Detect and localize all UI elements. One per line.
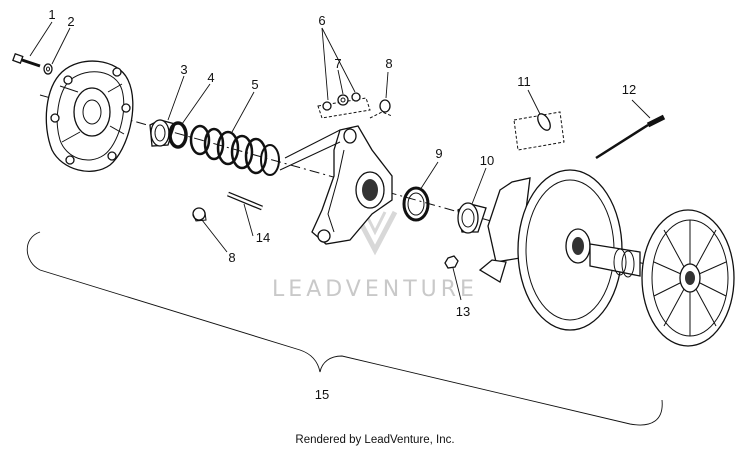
roller-upper-part[interactable] (369, 99, 393, 119)
nut-part[interactable] (444, 255, 459, 269)
leader-lines (29, 21, 651, 301)
label-15: 15 (315, 387, 329, 402)
label-8-lower: 8 (228, 250, 235, 265)
sheave-bushing-part[interactable] (457, 202, 487, 234)
watermark: LEADVENTURE (272, 210, 478, 302)
washer-part[interactable] (43, 63, 53, 75)
pin-part[interactable] (227, 191, 263, 211)
label-1: 1 (48, 7, 55, 22)
label-6: 6 (318, 13, 325, 28)
label-12: 12 (622, 82, 636, 97)
fixed-sheave-part[interactable] (641, 209, 735, 347)
thrust-washer-part[interactable] (402, 186, 430, 222)
watermark-text: LEADVENTURE (272, 277, 478, 302)
washer-bracket-part[interactable] (317, 92, 371, 119)
label-9: 9 (435, 146, 442, 161)
clip-bracket-part[interactable] (513, 111, 565, 151)
label-10: 10 (480, 153, 494, 168)
spring-part[interactable] (189, 124, 280, 176)
clutch-cover-part[interactable] (45, 60, 134, 172)
callout-labels: 1 2 3 4 5 6 7 8 8 9 10 11 12 13 14 15 (48, 7, 636, 402)
o-ring-part[interactable] (168, 121, 188, 149)
bolt-part[interactable] (12, 52, 41, 68)
render-caption: Rendered by LeadVenture, Inc. (295, 434, 454, 446)
label-11: 11 (517, 74, 531, 89)
bushing-part[interactable] (149, 119, 176, 147)
label-5: 5 (251, 77, 258, 92)
label-2: 2 (67, 14, 74, 29)
label-14: 14 (256, 230, 270, 245)
label-3: 3 (180, 62, 187, 77)
label-13: 13 (456, 304, 470, 319)
long-bolt-part[interactable] (595, 114, 666, 160)
label-7: 7 (334, 56, 341, 71)
label-8-upper: 8 (385, 56, 392, 71)
spider-arm-part[interactable] (279, 125, 393, 245)
assembly-bracket (26, 231, 663, 426)
shaft-part[interactable] (589, 243, 641, 278)
roller-lower-part[interactable] (192, 207, 207, 222)
label-4: 4 (207, 70, 214, 85)
